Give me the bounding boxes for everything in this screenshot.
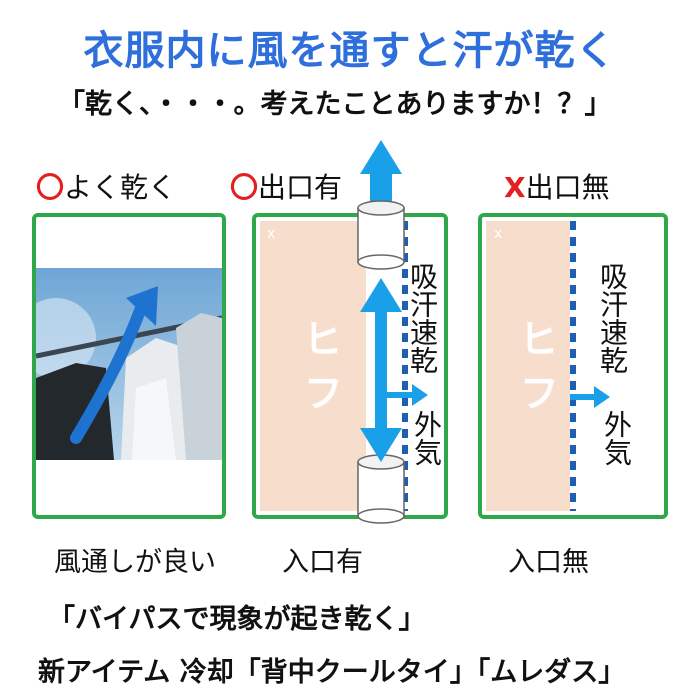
left-panel-label: 〇よく乾く <box>36 171 177 204</box>
skin-label: ヒフ <box>512 318 558 426</box>
skin-area <box>486 221 570 511</box>
right-panel-label: X出口無 <box>504 171 610 204</box>
airflow-arrow-shaft <box>375 310 387 430</box>
left-panel-caption: 風通しが良い <box>54 547 216 578</box>
middle-panel-label: 〇出口有 <box>230 171 343 204</box>
outside-air-label: 外気 <box>600 410 633 466</box>
laundry-photo <box>36 268 222 460</box>
absorb-dry-label: 吸汗速乾 <box>596 262 629 374</box>
circle-mark-icon: 〇 <box>36 171 65 204</box>
x-mark-icon: X <box>504 171 526 204</box>
evaporation-arrow <box>387 392 413 398</box>
outlet-pipe <box>357 207 405 263</box>
fabric-dotted-line <box>402 221 408 511</box>
skin-area <box>260 221 366 511</box>
outlet-arrow-head <box>360 140 402 174</box>
small-x-icon: x <box>267 226 276 242</box>
airflow-diagram <box>357 140 428 524</box>
right-panel-caption: 入口無 <box>508 547 589 578</box>
evaporation-arrow <box>570 386 610 408</box>
middle-panel-caption: 入口有 <box>282 547 363 578</box>
skin-label: ヒフ <box>296 318 342 426</box>
bypass-note: 「バイパスで現象が起き乾く」 <box>48 604 426 635</box>
small-x-icon: x <box>494 226 503 242</box>
absorb-dry-label: 吸汗速乾 <box>406 262 439 374</box>
subtitle: 「乾く、・・・。考えたことありますか！？」 <box>58 89 612 120</box>
page-title: 衣服内に風を通すと汗が乾く <box>83 28 617 74</box>
fabric-dotted-line <box>570 221 576 511</box>
outside-air-label: 外気 <box>410 410 443 466</box>
inlet-pipe <box>357 461 405 517</box>
product-note: 新アイテム 冷却「背中クールタイ」「ムレダス」 <box>38 657 626 688</box>
circle-mark-icon: 〇 <box>230 171 259 204</box>
